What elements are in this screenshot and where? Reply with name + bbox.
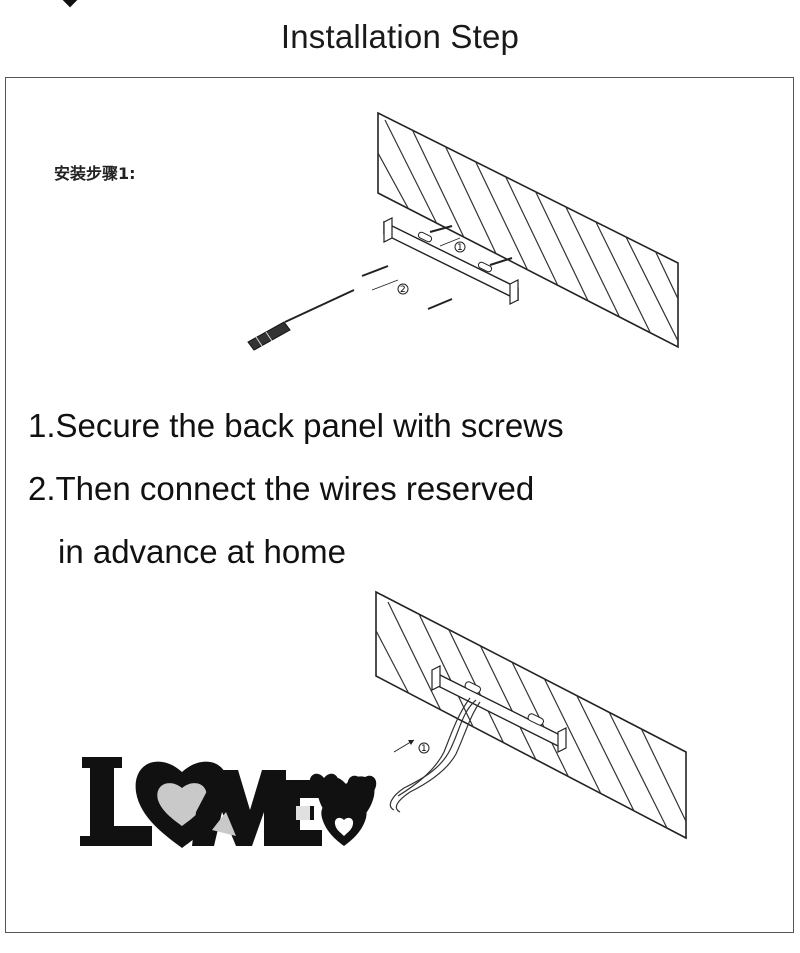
wire-icon xyxy=(389,697,481,813)
callout-bottom-1: 1 xyxy=(421,744,427,754)
mounting-bracket-icon xyxy=(431,665,567,753)
instruction-line-2: 2.Then connect the wires reserved xyxy=(28,470,535,507)
instruction-line-3: in advance at home xyxy=(58,533,347,570)
screwdriver-icon xyxy=(247,289,355,351)
wall-panel-icon xyxy=(375,590,687,840)
instruction-line-1: 1.Secure the back panel with screws xyxy=(28,407,564,444)
wall-panel-icon xyxy=(377,111,679,349)
page-title: Installation Step xyxy=(280,18,520,55)
callout-1: 1 xyxy=(457,243,463,253)
screw-icon xyxy=(361,225,513,310)
callout-2: 2 xyxy=(400,285,406,295)
step-label: 安装步骤1: xyxy=(54,164,136,183)
mounting-bracket-icon xyxy=(383,217,519,305)
love-sign-icon xyxy=(80,757,377,848)
